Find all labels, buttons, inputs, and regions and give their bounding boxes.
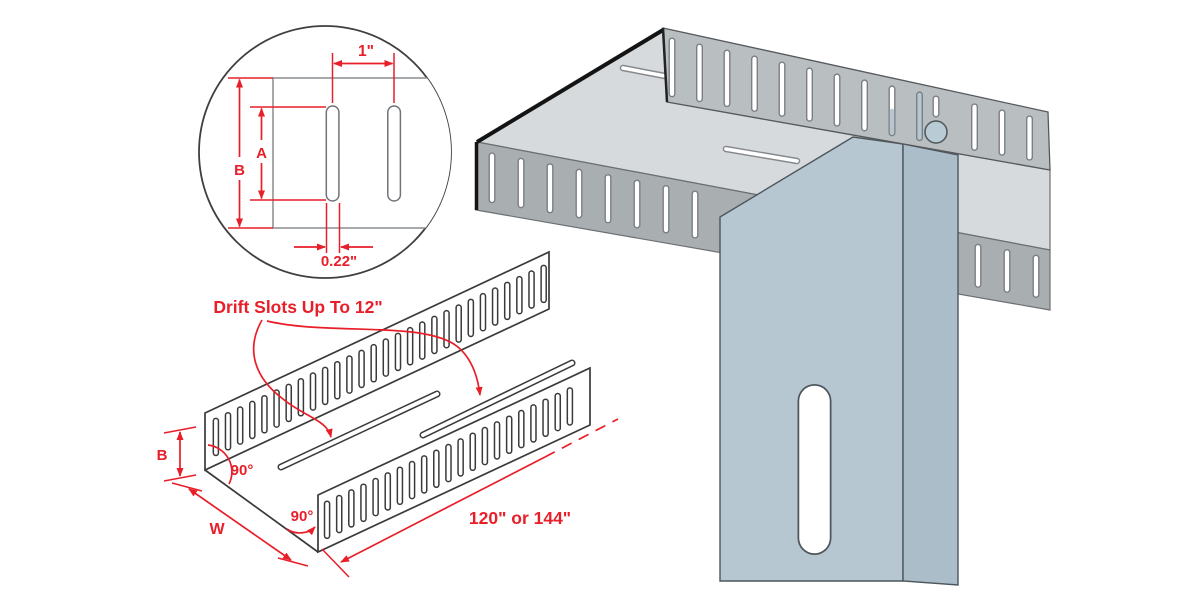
- drift-arrow-right: [266, 320, 483, 396]
- near-flange-slots: [668, 37, 1033, 161]
- iso-w-tick-top: [171, 482, 203, 492]
- screw-head: [924, 120, 948, 144]
- iso-drift-slot: [279, 392, 439, 469]
- iso-angle-left-label: 90°: [231, 462, 254, 479]
- iso-far-flange-slots: [212, 264, 547, 457]
- web-drift-slot: [724, 147, 799, 163]
- iso-drift-slot: [421, 361, 574, 437]
- detail-slotw-label: 0.22": [321, 253, 357, 270]
- detail-plate: [272, 77, 451, 229]
- iso-w-dim-line: [188, 488, 292, 561]
- iso-line-drawing: Drift Slots Up To 12" B 90° W 90° 120" o…: [157, 250, 619, 578]
- stud-side-flange: [902, 143, 959, 586]
- iso-length-label: 120" or 144": [469, 508, 571, 528]
- detail-slot-1: [325, 105, 340, 202]
- iso-b-label: B: [157, 447, 168, 464]
- iso-near-flange-slots: [323, 387, 574, 540]
- iso-b-tick-bottom: [163, 474, 197, 482]
- render-3d-track-and-stud: [474, 27, 1051, 586]
- iso-length-tick: [321, 548, 350, 578]
- detail-circle-view: 1" A B 0.22": [198, 25, 452, 279]
- iso-length-dim-dashed: [544, 418, 619, 458]
- far-flange-slots: [488, 152, 1040, 298]
- iso-w-tick-bottom: [277, 557, 309, 567]
- iso-b-tick-top: [163, 426, 197, 434]
- detail-b-label: B: [234, 162, 245, 179]
- near-flange-cut-edge: [661, 27, 669, 103]
- iso-angle-front-arc: [286, 526, 316, 536]
- iso-drift-slots: [277, 359, 576, 471]
- web-cut-edge: [475, 28, 665, 144]
- web-drift-slot: [621, 66, 667, 78]
- iso-angle-front-label: 90°: [291, 508, 314, 525]
- web-drift-slots: [619, 64, 801, 165]
- detail-width-label: 1": [358, 43, 374, 60]
- iso-w-label: W: [209, 521, 225, 538]
- detail-slot-2: [387, 105, 402, 202]
- drift-arrow-left: [252, 319, 333, 438]
- iso-length-dim-line: [340, 456, 546, 563]
- drift-slots-label: Drift Slots Up To 12": [213, 297, 382, 317]
- iso-angle-left-arc: [207, 444, 233, 485]
- detail-a-label: A: [256, 145, 267, 162]
